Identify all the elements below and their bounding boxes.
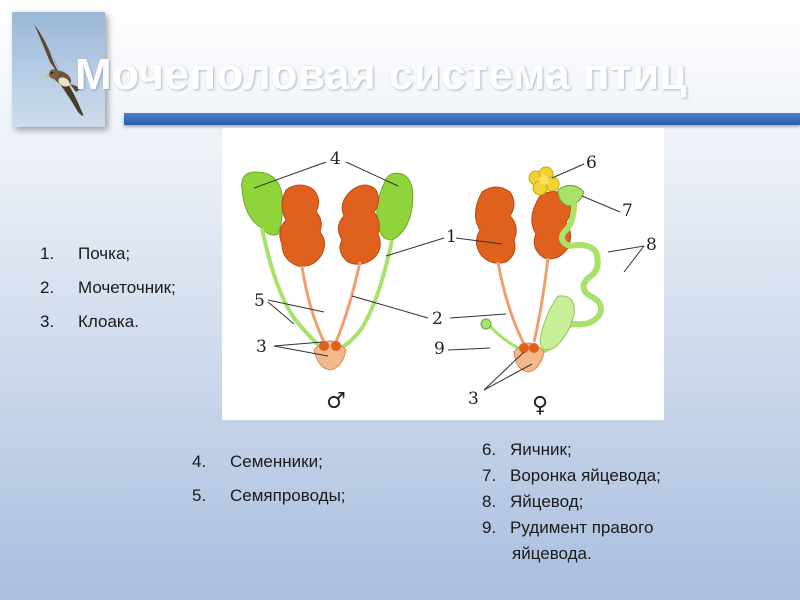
male-system — [241, 171, 414, 371]
ovary — [528, 166, 560, 196]
legend-text: Семенники; — [230, 452, 323, 471]
legend-male: 4. Семенники; 5. Семяпроводы; — [192, 452, 346, 520]
right-ureter — [334, 261, 362, 343]
male-symbol: ♂ — [326, 389, 346, 414]
legend-number: 6. — [482, 440, 497, 459]
label-6: 6 — [586, 153, 597, 173]
legend-item-kidney: 1. Почка; — [40, 244, 176, 278]
legend-item-ovary: 6. Яичник; — [482, 440, 661, 466]
legend-number: 4. — [192, 452, 207, 471]
label-4: 4 — [330, 149, 341, 169]
slide-title: Мочеполовая система птиц — [75, 50, 688, 99]
female-left-ureter — [496, 261, 526, 345]
right-kidney — [338, 184, 381, 265]
oviduct-shell-gland — [539, 295, 575, 351]
legend-item-cloaca: 3. Клоака. — [40, 312, 176, 346]
legend-text: Яйцевод; — [510, 492, 584, 511]
left-kidney — [279, 184, 326, 267]
legend-item-ureter: 2. Мочеточник; — [40, 278, 176, 312]
label-2: 2 — [432, 309, 443, 329]
left-testis — [241, 171, 283, 236]
legend-text: Клоака. — [78, 312, 139, 331]
legend-number: 5. — [192, 486, 207, 505]
bird-icon — [34, 24, 84, 116]
leader-lines — [253, 161, 645, 391]
right-testis — [376, 172, 414, 241]
left-ureter — [300, 265, 326, 343]
legend-item-testes: 4. Семенники; — [192, 452, 346, 486]
female-right-ureter — [532, 257, 550, 343]
legend-item-rudiment-continued: яйцевода. — [512, 544, 592, 563]
label-7: 7 — [622, 201, 633, 221]
legend-text: Воронка яйцевода; — [510, 466, 661, 485]
label-1: 1 — [446, 227, 457, 247]
oviduct-funnel — [557, 185, 585, 207]
legend-number: 7. — [482, 466, 497, 485]
left-vas-deferens — [260, 227, 324, 350]
bird-photo — [12, 12, 105, 127]
label-3-female: 3 — [468, 389, 479, 409]
legend-number: 1. — [40, 244, 55, 263]
legend-female: 6. Яичник; 7. Воронка яйцевода; 8. Яйцев… — [482, 440, 661, 570]
legend-item-oviduct: 8. Яйцевод; — [482, 492, 661, 518]
legend-text: Почка; — [78, 244, 131, 263]
male-cloaca — [313, 340, 347, 371]
legend-text: Мочеточник; — [78, 278, 176, 297]
legend-text: Семяпроводы; — [230, 486, 346, 505]
legend-item-rudiment: 9. Рудимент правого — [482, 518, 661, 544]
label-9: 9 — [434, 339, 445, 359]
label-8: 8 — [646, 235, 657, 255]
female-symbol: ♀ — [532, 393, 548, 418]
legend-number: 2. — [40, 278, 55, 297]
legend-common: 1. Почка; 2. Мочеточник; 3. Клоака. — [40, 244, 176, 346]
label-3-male: 3 — [256, 337, 267, 357]
legend-number: 8. — [482, 492, 497, 511]
label-5: 5 — [254, 291, 265, 311]
legend-item-oviduct-funnel: 7. Воронка яйцевода; — [482, 466, 661, 492]
legend-number: 9. — [482, 518, 497, 537]
female-left-kidney — [475, 186, 517, 264]
legend-text: Рудимент правого — [510, 518, 654, 537]
right-vas-deferens — [336, 239, 394, 352]
legend-item-vas-deferens: 5. Семяпроводы; — [192, 486, 346, 520]
legend-number: 3. — [40, 312, 55, 331]
legend-text: Яичник; — [510, 440, 572, 459]
title-underline-bar — [124, 113, 800, 125]
female-system — [475, 166, 604, 373]
urogenital-diagram: 4 1 5 2 3 9 3 6 7 8 ♂ ♀ — [222, 128, 664, 420]
